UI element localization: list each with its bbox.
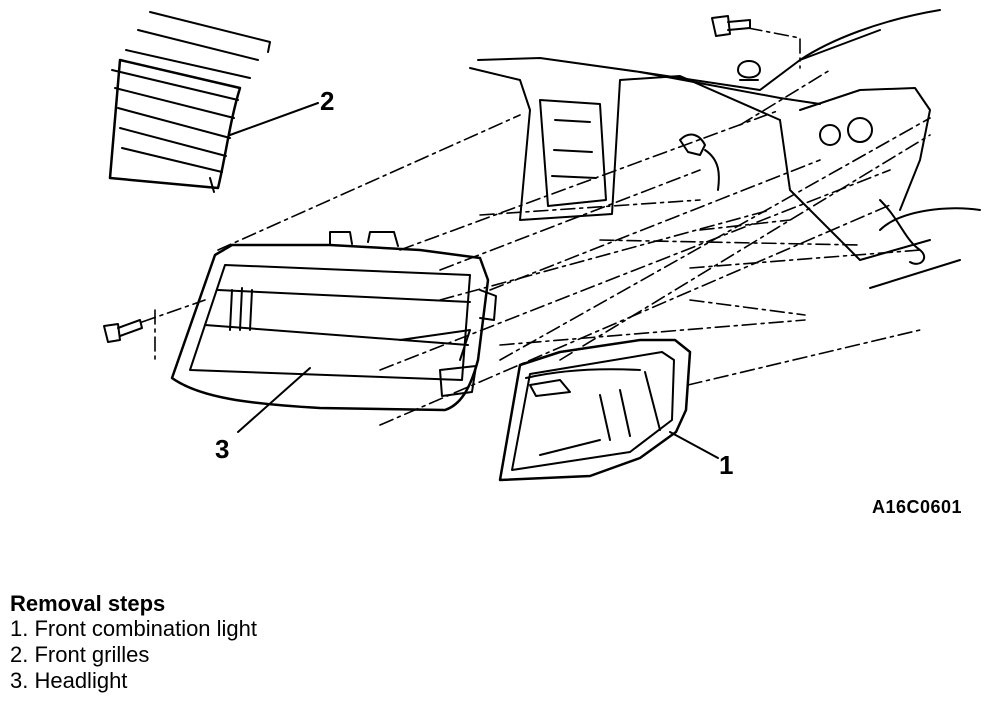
callout-3: 3 bbox=[215, 434, 230, 464]
list-item: 1. Front combination light bbox=[10, 616, 258, 641]
leader-lines bbox=[229, 102, 719, 459]
combination-light-screw bbox=[711, 15, 751, 37]
figure-code: A16C0601 bbox=[872, 497, 963, 517]
removal-steps: Removal steps 1. Front combination light… bbox=[10, 592, 257, 694]
headlight-part bbox=[170, 231, 497, 412]
removal-steps-heading: Removal steps bbox=[10, 591, 166, 616]
callout-2: 2 bbox=[320, 86, 335, 116]
callout-1: 1 bbox=[719, 450, 734, 480]
radiator-support-panel bbox=[469, 9, 981, 289]
removal-steps-list: 1. Front combination light 2. Front gril… bbox=[10, 616, 257, 694]
headlight-bolt bbox=[103, 319, 143, 343]
front-grille-part bbox=[108, 11, 271, 193]
list-item: 2. Front grilles bbox=[10, 642, 150, 667]
alignment-lines bbox=[141, 27, 931, 426]
exploded-view-diagram bbox=[103, 9, 981, 482]
list-item: 3. Headlight bbox=[10, 668, 128, 693]
combination-light-part bbox=[498, 338, 692, 482]
